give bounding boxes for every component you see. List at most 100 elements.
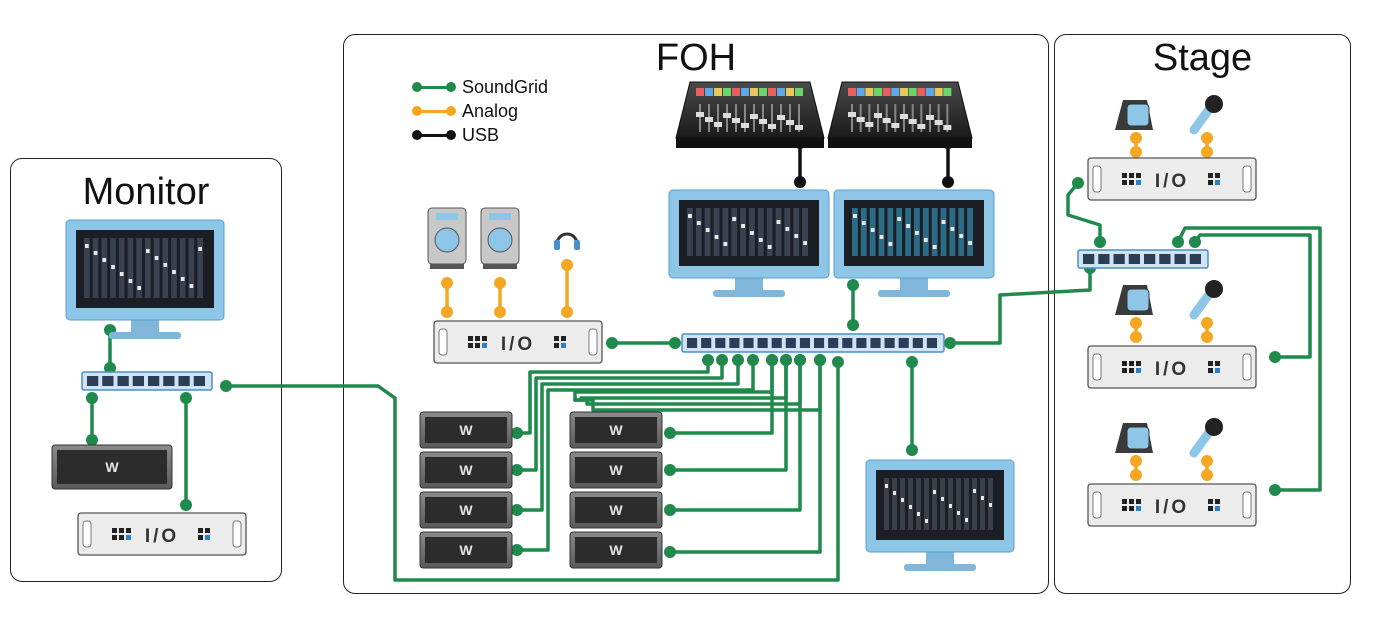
legend-label-soundgrid: SoundGrid <box>462 76 549 97</box>
stage-panel-title: Stage <box>1152 37 1253 79</box>
monitor-io-rack-ear-right <box>232 520 242 548</box>
cable-stage-switch-io2 <box>1189 233 1312 363</box>
stage-microphone-2 <box>1189 280 1223 320</box>
cable-analog-stagebox-2-dot-start <box>1130 317 1142 329</box>
monitor-display-fader <box>180 277 185 281</box>
foh-display-1-base <box>713 290 785 297</box>
cable-server-left-3 <box>511 354 744 516</box>
stage-io-rack-3-led <box>1122 499 1127 504</box>
foh-control-surface-2-fader-cap <box>900 114 908 119</box>
foh-io-rack-ear-left <box>438 328 448 356</box>
foh-network-switch-port <box>799 338 810 348</box>
foh-server-left-1-face <box>425 417 507 443</box>
monitor-display-fader <box>111 265 115 269</box>
foh-display-1-channel <box>740 208 746 256</box>
monitor-io-rack-led <box>112 535 117 540</box>
foh-control-surface-2-button <box>908 88 917 96</box>
foh-speaker-2-foot <box>483 264 517 269</box>
foh-control-surface-2-button <box>856 88 865 96</box>
cable-server-right-3 <box>664 354 806 516</box>
foh-control-surface-1-button <box>768 88 776 96</box>
stage-network-switch-port <box>1159 254 1171 264</box>
cable-usb-console-2-dot-end <box>942 176 954 188</box>
foh-server-right-4-face <box>575 537 657 563</box>
cable-foh-switch-laptop <box>906 356 918 456</box>
foh-headphones-cup-left <box>554 240 560 250</box>
cable-analog-mic-3 <box>1201 455 1213 481</box>
monitor-network-switch-port <box>178 376 190 386</box>
foh-display-1-fader <box>714 235 719 239</box>
cable-analog-speaker-1-dot-start <box>441 277 453 289</box>
foh-control-surface-1-button <box>696 88 704 96</box>
cable-analog-mic-2 <box>1201 317 1213 343</box>
foh-laptop-display-channel <box>884 478 889 530</box>
stage-io-rack-3-led <box>1208 506 1213 511</box>
stage-mic-preamp-1-face <box>1126 103 1150 127</box>
foh-server-left-3: W <box>419 491 513 529</box>
foh-control-surface-2-button <box>917 88 926 96</box>
foh-network-switch <box>681 333 945 353</box>
cable-stage-switch-io2-dot-end <box>1269 351 1281 363</box>
cable-analog-headphones <box>561 259 573 318</box>
cable-server-right-4-dot-end <box>814 354 826 366</box>
cable-monitor-switch-io-dot-end <box>180 499 192 511</box>
stage-io-rack-2-ear-right <box>1242 353 1252 381</box>
foh-control-surface-1-fader-cap <box>795 125 803 130</box>
cable-server-right-2-dot-end <box>780 354 792 366</box>
foh-laptop-display-fader <box>917 512 920 516</box>
cable-foh-io-switch <box>606 337 681 349</box>
cable-server-right-1-line <box>668 358 774 435</box>
foh-display-1 <box>668 189 830 297</box>
stage-mic-preamp-2-face <box>1126 288 1150 312</box>
monitor-io-rack-led <box>119 535 124 540</box>
cable-analog-mic-2-dot-start <box>1201 317 1213 329</box>
foh-server-left-3-face <box>425 497 507 523</box>
foh-control-surface-1-button <box>732 88 740 96</box>
foh-network-switch-port <box>870 338 881 348</box>
foh-laptop-display-channel <box>892 478 897 530</box>
monitor-network-switch-port <box>163 376 175 386</box>
stage-microphone-1-head <box>1205 95 1223 113</box>
cable-analog-headphones-dot-end <box>561 306 573 318</box>
cable-monitor-switch-server <box>86 392 98 446</box>
foh-laptop-display-fader <box>933 490 936 494</box>
legend-item-analog: Analog <box>412 99 548 123</box>
cable-foh-to-stage-switch-dot-start <box>944 337 956 349</box>
cable-server-left-3-dot-end <box>511 504 523 516</box>
foh-display-2-fader <box>853 214 857 218</box>
cable-layer <box>86 132 1322 582</box>
monitor-display-channel <box>84 238 90 298</box>
foh-display-2-fader <box>870 228 875 232</box>
foh-display-2-fader <box>888 242 893 246</box>
monitor-network-switch-port <box>148 376 160 386</box>
monitor-display-channel <box>118 238 125 298</box>
foh-server-right-4-logo: W <box>609 542 623 558</box>
stage-io-rack-1-led <box>1208 173 1213 178</box>
stage-io-rack-1-led <box>1136 173 1141 178</box>
stage-io-rack-3: I/O <box>1087 483 1257 527</box>
cable-analog-stagebox-1-dot-start <box>1130 132 1142 144</box>
cable-stage-switch-io3 <box>1172 226 1322 496</box>
monitor-soundgrid-server: W <box>51 444 173 490</box>
stage-io-rack-2-led <box>1136 368 1141 373</box>
foh-control-surface-1-fader-cap <box>768 124 776 129</box>
foh-control-surface-2 <box>827 81 973 148</box>
foh-display-2 <box>833 189 995 297</box>
foh-display-2-channel <box>967 208 973 256</box>
stage-io-rack-1-ear-right <box>1242 165 1252 193</box>
foh-network-switch-port <box>926 338 937 348</box>
cable-server-left-4-dot-start <box>747 354 759 366</box>
monitor-network-switch-port <box>102 376 114 386</box>
foh-laptop-display-base <box>904 564 976 571</box>
monitor-network-switch-port <box>132 376 144 386</box>
foh-server-left-2: W <box>419 451 513 489</box>
cable-usb-console-1-dot-end <box>794 176 806 188</box>
stage-io-rack-3-led <box>1129 506 1134 511</box>
foh-laptop-display-fader <box>901 498 904 502</box>
foh-display-2-fader <box>915 231 919 235</box>
foh-speaker-1-woofer <box>434 227 460 253</box>
monitor-display-fader <box>102 258 107 262</box>
foh-display-2-channel <box>949 208 956 256</box>
foh-laptop-display-channel <box>924 478 929 530</box>
monitor-display-fader <box>119 272 124 276</box>
